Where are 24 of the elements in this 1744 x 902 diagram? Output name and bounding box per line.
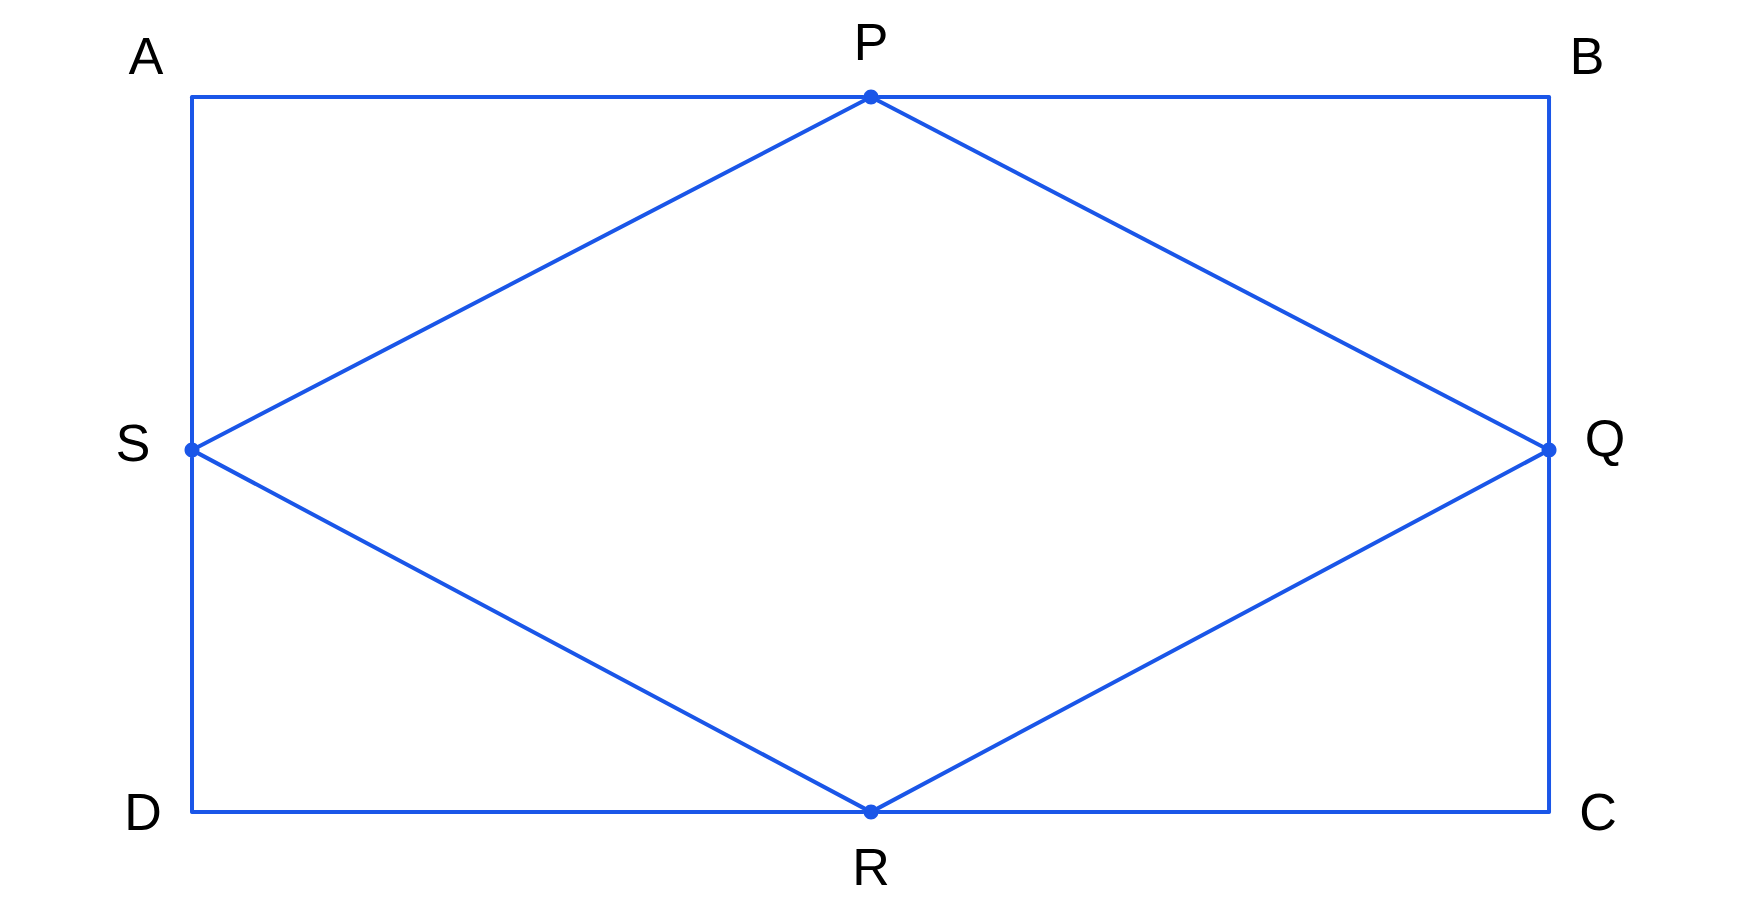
labelled-point: C — [1581, 793, 1615, 831]
line-segment — [876, 95, 1551, 99]
line-segment — [190, 810, 866, 814]
labelled-point: B — [1573, 38, 1602, 74]
line-segment — [190, 95, 194, 445]
labelled-point: D — [128, 794, 160, 830]
labelled-point: A — [128, 38, 164, 74]
line-segment — [196, 451, 867, 811]
line-segment — [876, 810, 1551, 814]
line-segment — [190, 455, 194, 814]
line-segment — [190, 95, 866, 99]
node-label: Q — [1587, 419, 1623, 467]
labelled-point: P — [857, 24, 886, 105]
node-label: P — [857, 24, 886, 60]
node-label: S — [118, 424, 148, 462]
node-label: R — [856, 849, 888, 885]
line-segment — [875, 451, 1545, 811]
line-segment — [196, 98, 867, 449]
labelled-point: Q — [1541, 419, 1623, 467]
line-segment — [875, 98, 1545, 449]
labelled-point: S — [118, 424, 200, 462]
line-segment — [1547, 95, 1551, 445]
labelled-point: R — [856, 804, 888, 885]
line-segment — [1547, 455, 1551, 814]
